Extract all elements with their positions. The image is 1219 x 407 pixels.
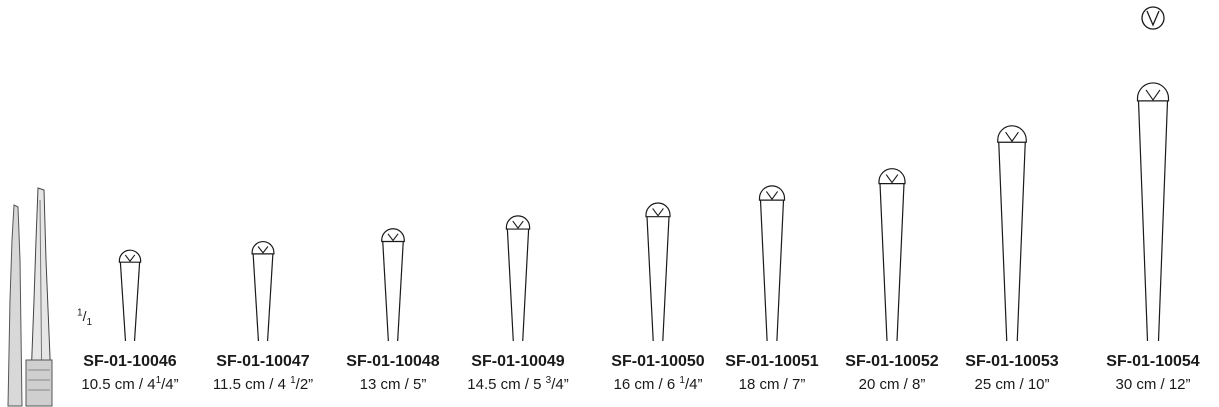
instrument-left-edge (759, 200, 768, 342)
instrument-drawing (381, 228, 405, 342)
instrument-tip-cap (645, 202, 671, 218)
instrument-tip-v (124, 254, 136, 263)
instrument-drawing (997, 125, 1027, 342)
product-size-main: 20 cm / 8” (858, 376, 926, 393)
instrument-tip-v (387, 233, 399, 242)
instrument-drawing (878, 168, 906, 342)
scale-numerator: 1 (77, 307, 83, 319)
product-size-fraction: 3/4 (545, 375, 564, 394)
instrument-tip-cap (505, 215, 531, 230)
instrument-right-edge (397, 241, 404, 342)
product-size-unit: ” (173, 376, 179, 393)
instrument-tip-v (1005, 131, 1019, 143)
instrument-left-edge (646, 216, 654, 342)
product-size-unit: ” (563, 376, 569, 393)
product-code: SF-01-10048 (346, 353, 440, 370)
v-circle-icon (1141, 6, 1165, 30)
product-code: SF-01-10053 (965, 353, 1059, 370)
instrument-tip-v (765, 191, 779, 201)
instrument-right-edge (1157, 100, 1169, 342)
instrument-tip-cap (251, 241, 275, 255)
product-size: 14.5 cm / 5 3/4” (467, 375, 569, 394)
instrument-right-edge (776, 200, 785, 342)
product-code: SF-01-10054 (1106, 353, 1200, 370)
instrument-left-edge (1137, 100, 1149, 342)
instrument-right-edge (266, 253, 274, 342)
product-size: 18 cm / 7” (739, 376, 806, 393)
instrument-right-edge (662, 216, 670, 342)
instrument-drawing (118, 249, 142, 342)
scale-note: 1/1 (77, 307, 93, 328)
instrument-right-edge (133, 262, 141, 342)
product-size-main: 30 cm / 12” (1115, 376, 1191, 393)
product-size-main: 13 cm / 5” (359, 376, 427, 393)
instrument-drawing (251, 241, 275, 342)
product-code: SF-01-10046 (83, 353, 177, 370)
instrument-left-edge (382, 241, 389, 342)
instrument-left-edge (506, 229, 514, 342)
product-code: SF-01-10049 (471, 353, 565, 370)
product-code: SF-01-10051 (725, 353, 819, 370)
instrument-drawing (645, 202, 671, 342)
product-code: SF-01-10050 (611, 353, 705, 370)
product-size-main: 16 cm / 6 (613, 376, 680, 393)
instrument-right-edge (896, 183, 905, 342)
product-size-unit: ” (697, 376, 703, 393)
product-code: SF-01-10052 (845, 353, 939, 370)
product-size-main: 18 cm / 7” (738, 376, 806, 393)
product-code: SF-01-10047 (216, 353, 310, 370)
instrument-tip-cap (758, 185, 786, 201)
instrument-drawing (1136, 82, 1170, 342)
instrument-tip-cap (997, 125, 1027, 143)
product-size: 20 cm / 8” (859, 376, 926, 393)
instrument-tip-cap (381, 228, 405, 243)
instrument-tip-v (257, 246, 269, 254)
product-size-fraction: 1/4 (679, 375, 698, 394)
instrument-tip-cap (1136, 82, 1170, 102)
instrument-tip-cap (118, 249, 142, 263)
product-size: 11.5 cm / 4 1/2” (212, 375, 314, 394)
instrument-left-edge (252, 253, 260, 342)
product-size-fraction: 1/4 (155, 375, 174, 394)
instrument-left-edge (119, 262, 127, 342)
product-size-main: 25 cm / 10” (974, 376, 1050, 393)
forceps-photo (7, 187, 53, 407)
instrument-drawing (758, 185, 786, 342)
product-size-fraction: 1/2 (290, 375, 309, 394)
instrument-tip-cap (878, 168, 906, 185)
instrument-drawing (505, 215, 531, 342)
product-size: 16 cm / 6 1/4” (613, 375, 703, 394)
instrument-tip-v (512, 220, 524, 230)
product-size-unit: ” (308, 376, 314, 393)
product-size: 13 cm / 5” (360, 376, 427, 393)
instrument-tip-v (885, 174, 899, 184)
instrument-tip-v (1145, 89, 1161, 101)
product-size: 30 cm / 12” (1115, 376, 1190, 393)
instrument-left-edge (998, 142, 1008, 342)
instrument-left-edge (879, 183, 888, 342)
instrument-tip-v (652, 208, 664, 217)
product-size-main: 14.5 cm / 5 (467, 376, 546, 393)
product-size-main: 11.5 cm / 4 (212, 376, 291, 393)
product-size: 25 cm / 10” (974, 376, 1049, 393)
instrument-right-edge (522, 229, 530, 342)
scale-denominator: 1 (86, 316, 93, 328)
product-size-main: 10.5 cm / 4 (81, 376, 156, 393)
instrument-right-edge (1016, 142, 1026, 342)
product-size: 10.5 cm / 41/4” (81, 375, 179, 394)
